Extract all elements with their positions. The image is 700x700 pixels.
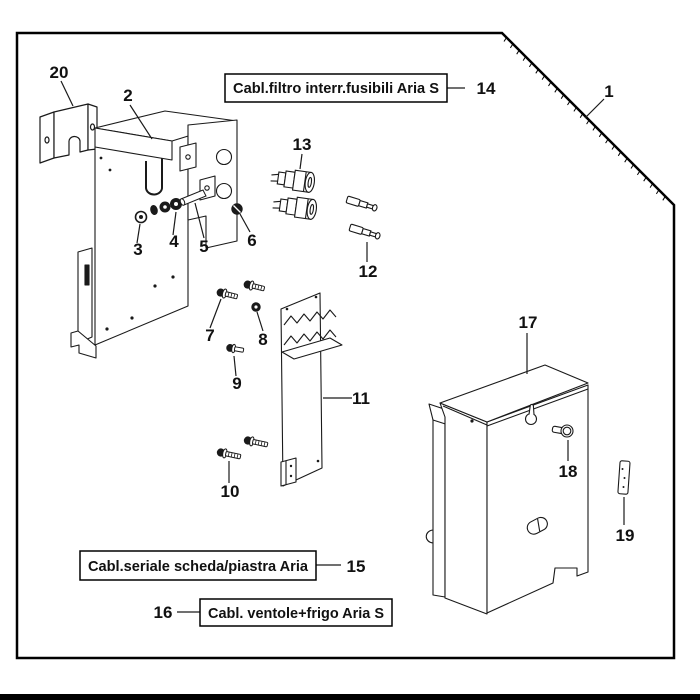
board-connector [280, 457, 297, 487]
part-13-fuse-holders [270, 169, 318, 220]
callout-17: 17 [519, 313, 538, 332]
part-19-strip [617, 460, 631, 495]
keyhole [524, 403, 538, 426]
screw-10b [243, 436, 269, 448]
heat-sinks [281, 309, 343, 360]
part-12-pins [345, 195, 381, 240]
nut-side [150, 204, 158, 216]
callout-13: 13 [293, 135, 312, 154]
callout-9: 9 [232, 374, 241, 393]
part-2-main-bracket [70, 110, 238, 359]
part-11-board [280, 292, 343, 487]
cut-corner-hatch [503, 37, 666, 201]
label-box-16-text: Cabl. ventole+frigo Aria S [208, 605, 384, 622]
latch [526, 516, 548, 535]
callout-14: 14 [477, 79, 496, 98]
callout-8: 8 [258, 330, 267, 349]
callout-11: 11 [352, 389, 370, 408]
screws-7-8-9-10 [216, 280, 269, 460]
label-box-15-text: Cabl.seriale scheda/piastra Aria [88, 558, 309, 575]
callout-12: 12 [359, 262, 378, 281]
part-17-enclosure [425, 364, 631, 615]
callout-numbers: 1 2 3 4 5 6 7 8 9 10 11 12 13 14 15 16 1… [50, 63, 635, 622]
footer-black-bar [0, 694, 700, 700]
callout-19: 19 [616, 526, 635, 545]
callout-18: 18 [559, 462, 578, 481]
screw-10a [216, 448, 242, 460]
screw-18 [551, 424, 574, 438]
callout-3: 3 [133, 240, 142, 259]
callout-2: 2 [123, 86, 132, 105]
callout-16: 16 [154, 603, 173, 622]
plate-holes [99, 156, 175, 331]
callout-20: 20 [50, 63, 69, 82]
part-20-small-bracket [39, 103, 98, 164]
callout-1: 1 [604, 82, 613, 101]
leader-lines [60, 80, 625, 613]
screw-9 [226, 343, 245, 354]
callout-6: 6 [247, 231, 256, 250]
cable-label-boxes: Cabl.filtro interr.fusibili Aria S Cabl.… [79, 73, 448, 627]
label-box-15 [79, 550, 317, 581]
callout-4: 4 [169, 232, 179, 251]
callout-7: 7 [205, 326, 214, 345]
callout-15: 15 [347, 557, 366, 576]
callout-5: 5 [199, 237, 208, 256]
callout-10: 10 [221, 482, 240, 501]
screw-7 [216, 288, 239, 300]
label-box-14-text: Cabl.filtro interr.fusibili Aria S [233, 80, 439, 97]
label-box-14 [224, 73, 448, 103]
label-box-16 [199, 598, 393, 627]
fasteners-3-4-5-6 [134, 189, 243, 224]
screw-7b [243, 280, 266, 292]
